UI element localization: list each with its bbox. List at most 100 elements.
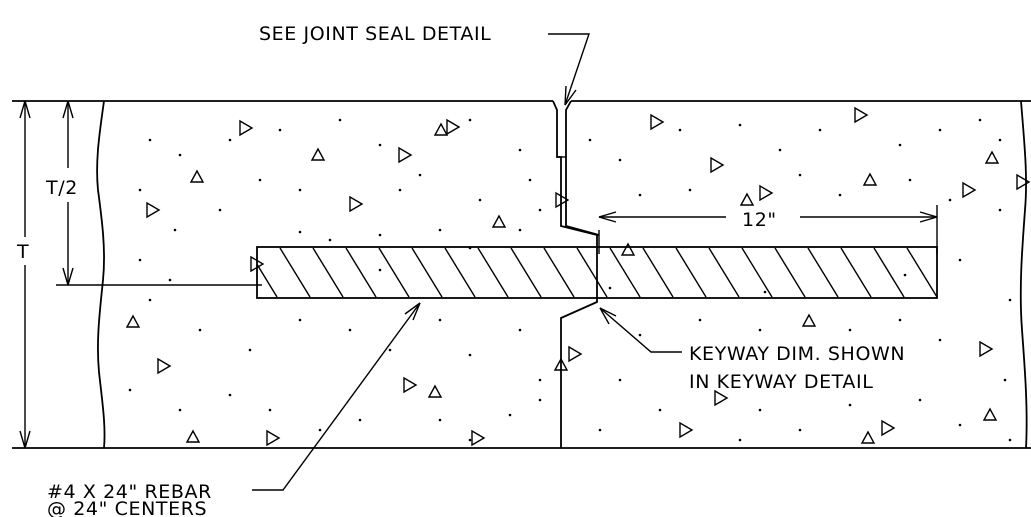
aggregate-triangle — [239, 119, 254, 137]
joint-seal-arrow-b — [564, 89, 577, 106]
aggregate-dot — [688, 188, 692, 192]
rebar-hatch-line — [774, 247, 806, 298]
half-arrow-bot-a — [62, 267, 69, 286]
aggregate-dot — [538, 208, 542, 212]
thickness-arrow-top-b — [24, 100, 31, 119]
aggregate-dot — [468, 246, 472, 250]
rebar-label-line1: #4 X 24" REBAR — [47, 481, 212, 503]
aggregate-dot — [518, 148, 522, 152]
aggregate-dot — [848, 328, 852, 332]
aggregate-dot — [178, 153, 182, 157]
aggregate-dot — [818, 128, 822, 132]
embed-dimension: 12" — [598, 205, 938, 254]
half-thickness-label: T/2 — [45, 177, 78, 199]
aggregate-triangle — [266, 429, 281, 447]
rebar-hatch — [256, 247, 938, 298]
rebar-hatch-line — [642, 247, 674, 298]
rebar-hatch-line — [807, 247, 839, 298]
embed-arrow-right-a — [919, 211, 938, 218]
aggregate-triangle — [1016, 173, 1031, 191]
aggregate-dot — [948, 198, 952, 202]
aggregate-dot — [898, 318, 902, 322]
aggregate-triangle — [710, 156, 725, 174]
concrete-aggregate — [125, 106, 1031, 447]
rebar-dowel — [256, 246, 938, 299]
aggregate-dot — [518, 228, 522, 232]
aggregate-triangle — [620, 242, 636, 256]
rebar-label-line2: @ 24" CENTERS — [47, 498, 207, 517]
aggregate-dot — [128, 388, 132, 392]
aggregate-triangle — [568, 345, 583, 363]
aggregate-triangle — [491, 214, 507, 228]
aggregate-dot — [838, 193, 842, 197]
aggregate-dot — [798, 428, 802, 432]
keyway-callout: KEYWAY DIM. SHOWN IN KEYWAY DETAIL — [599, 307, 964, 396]
aggregate-triangle — [189, 169, 205, 183]
aggregate-dot — [398, 188, 402, 192]
rebar-hatch-line — [840, 247, 872, 298]
keyway-arrow-b — [599, 307, 617, 317]
aggregate-dot — [758, 408, 762, 412]
aggregate-dot — [378, 143, 382, 147]
half-label-gap — [44, 168, 96, 202]
aggregate-dot — [588, 138, 592, 142]
aggregate-dot — [298, 230, 302, 234]
aggregate-dot — [918, 398, 922, 402]
aggregate-dot — [618, 158, 622, 162]
joint-seal-callout: SEE JOINT SEAL DETAIL — [259, 23, 590, 106]
embed-arrow-right-b — [919, 216, 938, 223]
rebar-hatch-line — [279, 247, 311, 298]
thickness-arrow-bot-b — [24, 430, 31, 449]
keyway-label-line1: KEYWAY DIM. SHOWN — [689, 343, 905, 365]
aggregate-dot — [938, 128, 942, 132]
aggregate-dot — [378, 268, 382, 272]
thickness-arrow-bot-a — [19, 430, 26, 449]
joint-left-face — [552, 100, 598, 448]
aggregate-dot — [228, 138, 232, 142]
aggregate-dot — [138, 188, 142, 192]
aggregate-dot — [478, 198, 482, 202]
joint-seal-label: SEE JOINT SEAL DETAIL — [259, 23, 491, 45]
aggregate-dot — [518, 328, 522, 332]
aggregate-triangle — [433, 122, 449, 136]
joint-seal-leader — [548, 33, 590, 106]
aggregate-dot — [638, 333, 642, 337]
aggregate-triangle — [398, 146, 413, 164]
aggregate-dot — [528, 178, 532, 182]
aggregate-dot — [258, 178, 262, 182]
aggregate-triangle — [982, 407, 998, 421]
aggregate-dot — [438, 318, 442, 322]
aggregate-triangle — [860, 430, 876, 444]
aggregate-dot — [278, 128, 282, 132]
keyway-leader — [599, 307, 682, 353]
aggregate-dot — [438, 418, 442, 422]
rebar-leader — [252, 302, 421, 491]
thickness-label: T — [16, 241, 29, 263]
aggregate-dot — [228, 393, 232, 397]
aggregate-dot — [468, 118, 472, 122]
aggregate-dot — [358, 418, 362, 422]
thickness-dimension: T T/2 — [14, 100, 262, 449]
aggregate-triangle — [881, 419, 896, 437]
aggregate-dot — [148, 138, 152, 142]
aggregate-dot — [738, 438, 742, 442]
rebar-hatch-line — [256, 263, 278, 298]
aggregate-triangle — [446, 118, 461, 136]
aggregate-triangle — [146, 201, 161, 219]
aggregate-dot — [218, 208, 222, 212]
aggregate-triangle — [555, 191, 570, 209]
aggregate-dot — [148, 298, 152, 302]
aggregate-triangle — [679, 421, 694, 439]
aggregate-dot — [938, 338, 942, 342]
aggregate-dot — [173, 228, 177, 232]
aggregate-dot — [298, 188, 302, 192]
rebar-hatch-line — [609, 247, 641, 298]
aggregate-dot — [848, 403, 852, 407]
rebar-hatch-line — [510, 247, 542, 298]
rebar-callout: #4 X 24" REBAR @ 24" CENTERS — [47, 302, 421, 517]
rebar-hatch-line — [741, 247, 773, 298]
embed-arrow-left-b — [598, 216, 617, 223]
aggregate-dot — [978, 118, 982, 122]
aggregate-dot — [1003, 378, 1007, 382]
